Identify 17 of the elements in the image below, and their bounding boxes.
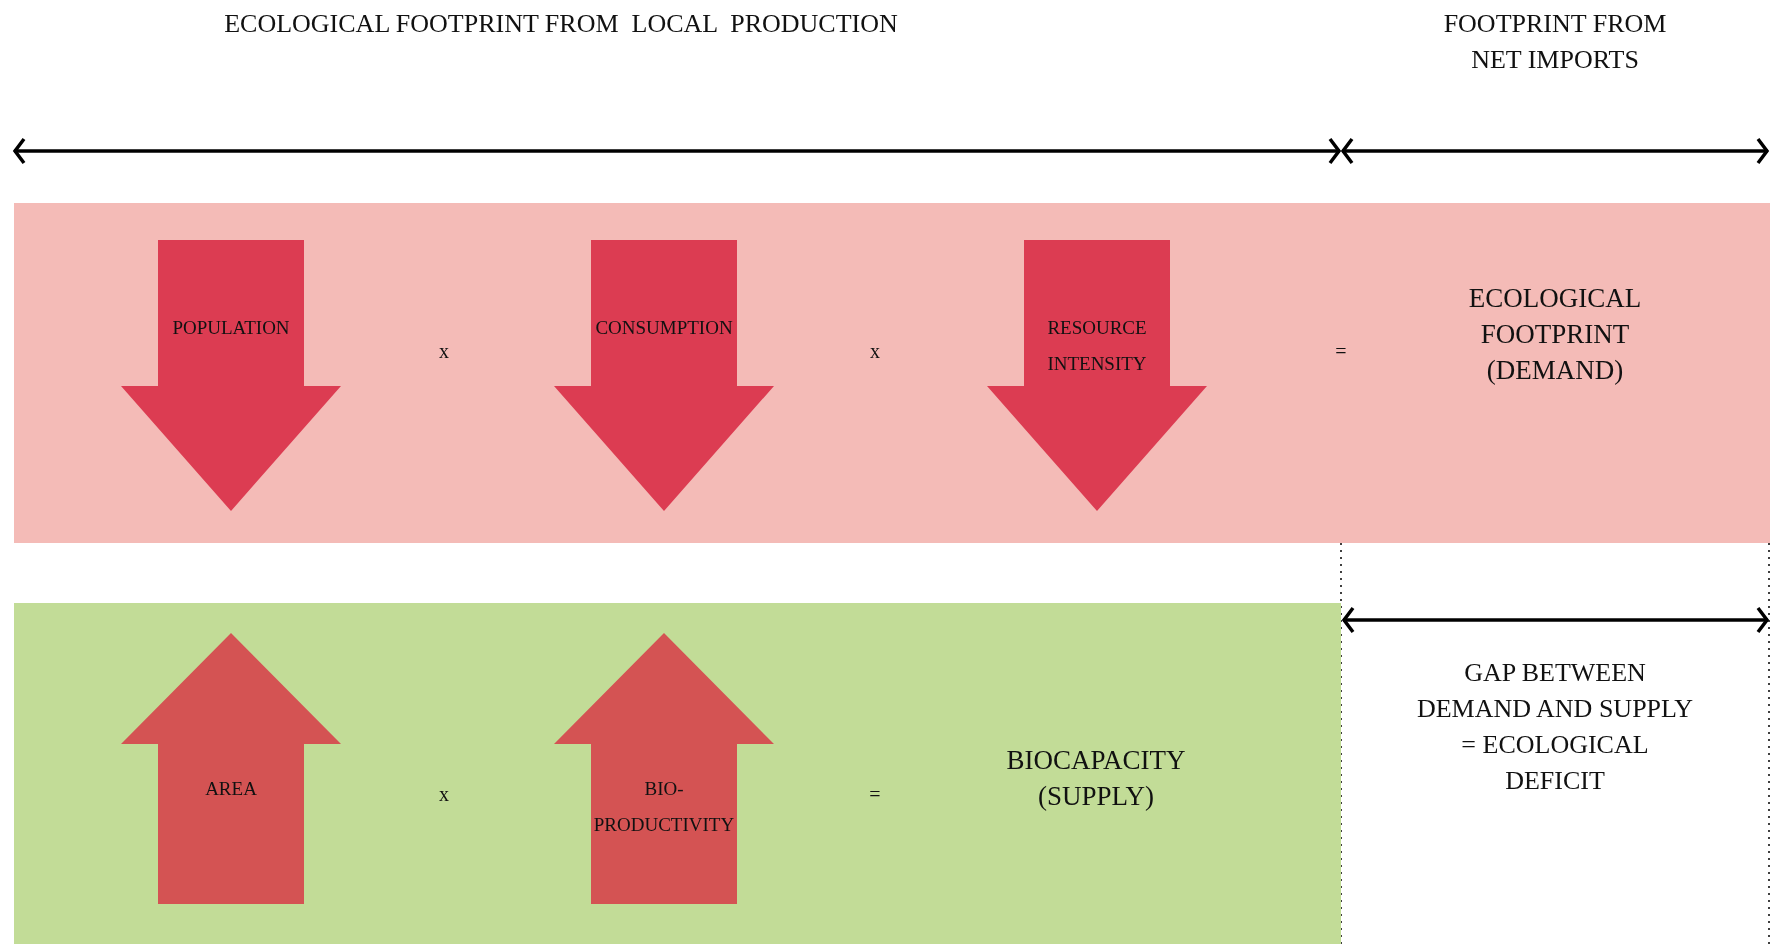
band — [14, 203, 1770, 543]
heading: FOOTPRINT FROM NET IMPORTS — [1442, 8, 1668, 76]
band — [14, 603, 1341, 944]
operator-sign: x — [869, 339, 881, 364]
arrow-label: BIO- PRODUCTIVITY — [592, 777, 736, 837]
result-text: BIOCAPACITY (SUPPLY) — [1005, 744, 1187, 813]
arrow-label: CONSUMPTION — [594, 316, 734, 340]
heading: ECOLOGICAL FOOTPRINT FROM LOCAL PRODUCTION — [223, 8, 899, 40]
operator-sign: x — [438, 339, 450, 364]
result-text: ECOLOGICAL FOOTPRINT (DEMAND) — [1467, 282, 1643, 387]
operator-sign: = — [1334, 339, 1348, 364]
arrow-label: RESOURCE INTENSITY — [1046, 316, 1148, 376]
arrow-label: POPULATION — [171, 316, 291, 340]
operator-sign: = — [868, 782, 882, 807]
result-text: GAP BETWEEN DEMAND AND SUPPLY = ECOLOGICAL DEFICIT — [1415, 657, 1695, 797]
arrow-label: AREA — [204, 777, 258, 801]
operator-sign: x — [438, 782, 450, 807]
